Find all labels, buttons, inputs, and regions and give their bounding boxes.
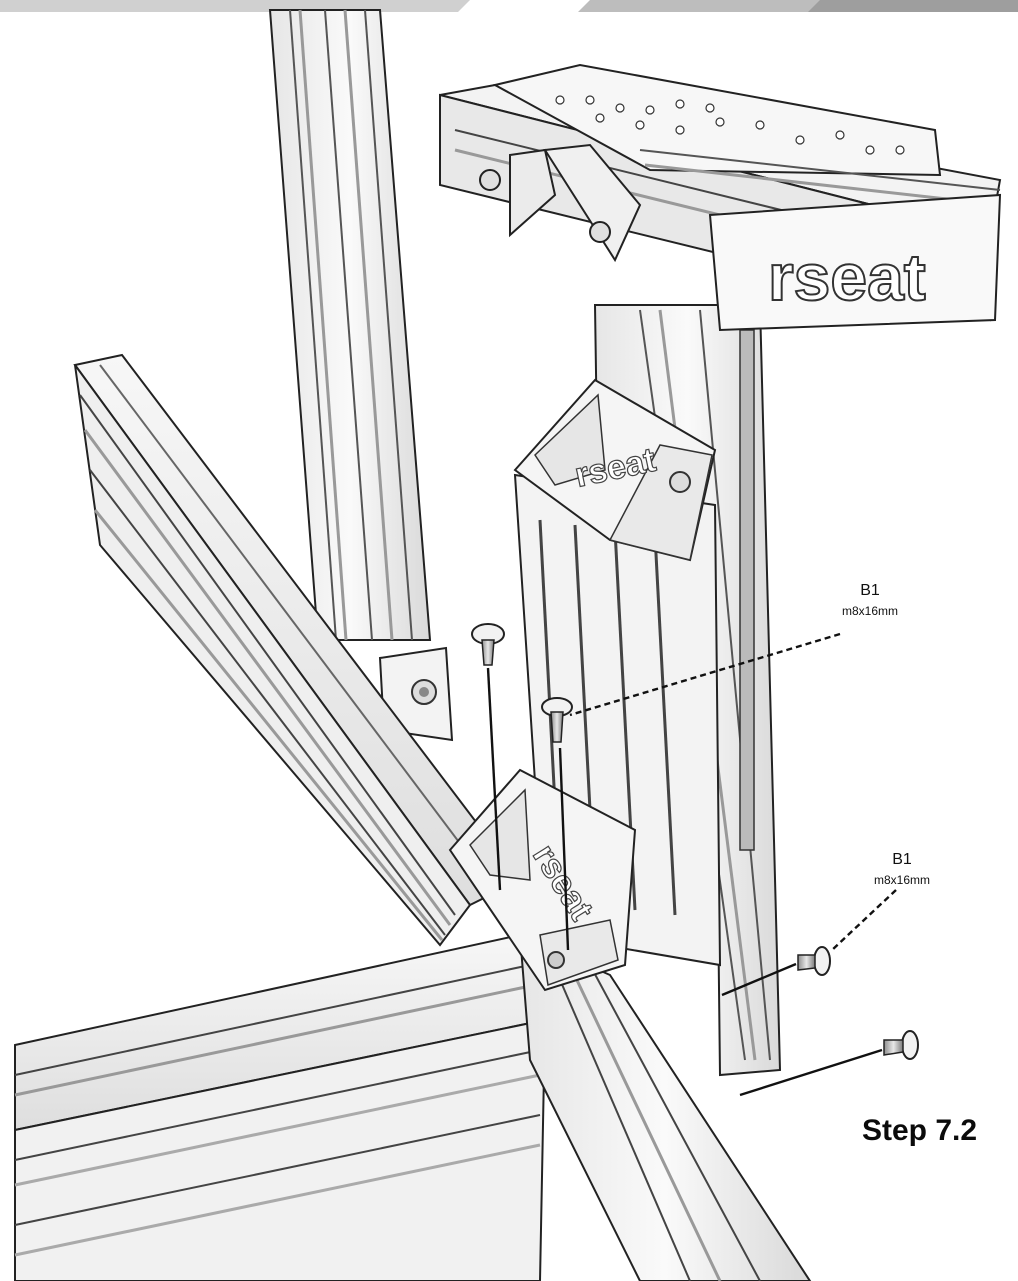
callout-leader-2 bbox=[831, 889, 897, 951]
screw-front-b1 bbox=[541, 697, 573, 951]
rear-corner-bracket bbox=[378, 646, 454, 742]
screw-side-upper-b1 bbox=[721, 946, 831, 997]
callout-2-spec: m8x16mm bbox=[873, 873, 930, 887]
step-label: Step 7.2 bbox=[862, 1114, 978, 1147]
sled-logo: rseat bbox=[768, 240, 926, 314]
callout-1-spec: m8x16mm bbox=[841, 604, 898, 618]
callout-leader-1 bbox=[569, 632, 841, 717]
upper-angle-bracket: rseat bbox=[513, 378, 717, 562]
vertical-upright-profile bbox=[268, 9, 432, 641]
callout-1-code: B1 bbox=[860, 582, 880, 599]
top-mounting-sled: rseat bbox=[439, 63, 1002, 332]
diagonal-right-profile bbox=[518, 933, 812, 1281]
diagonal-left-profile bbox=[73, 353, 522, 947]
screw-side-lower bbox=[739, 1030, 919, 1097]
horizontal-bottom-profile bbox=[14, 933, 547, 1281]
screw-rear-left bbox=[471, 623, 505, 891]
header-bar-decoration bbox=[0, 0, 1018, 12]
callout-2-code: B1 bbox=[892, 851, 912, 868]
